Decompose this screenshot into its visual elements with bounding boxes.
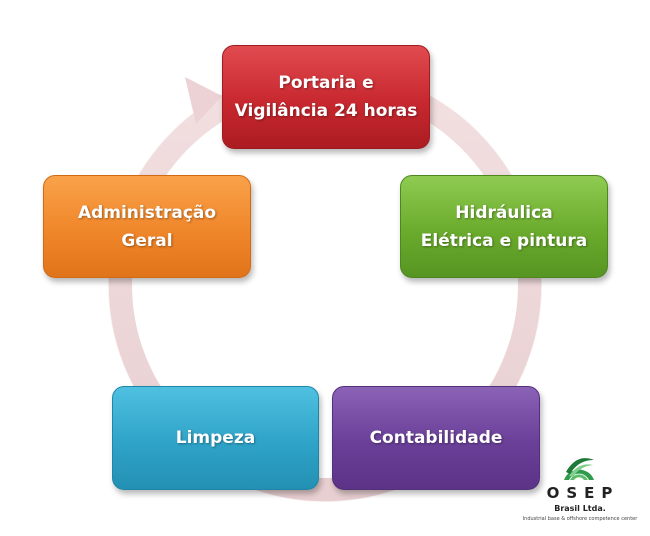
cycle-arrowhead [185,77,222,124]
node-administracao-line1: Administração [77,202,217,223]
node-limpeza: Limpeza [112,386,319,490]
osep-logo: OSEP Brasil Ltda. Industrial base & offs… [515,450,645,530]
node-hidraulica-line1: Hidráulica [455,202,553,223]
node-limpeza-label: Limpeza [175,428,256,448]
node-hidraulica: Hidráulica Elétrica e pintura [400,175,608,278]
osep-logo-subtitle: Brasil Ltda. [554,504,606,513]
node-administracao-line2: Geral [121,230,173,251]
osep-logo-mark-icon [564,458,594,480]
node-contabilidade-label: Contabilidade [369,428,503,448]
node-portaria: Portaria e Vigilância 24 horas [222,45,430,149]
osep-logo-tagline: Industrial base & offshore competence ce… [522,516,638,522]
node-contabilidade: Contabilidade [332,386,540,490]
node-hidraulica-line2: Elétrica e pintura [420,230,588,251]
osep-logo-name: OSEP [546,484,620,502]
node-administracao: Administração Geral [43,175,251,278]
node-portaria-line1: Portaria e [278,73,374,93]
node-portaria-line2: Vigilância 24 horas [234,101,418,121]
